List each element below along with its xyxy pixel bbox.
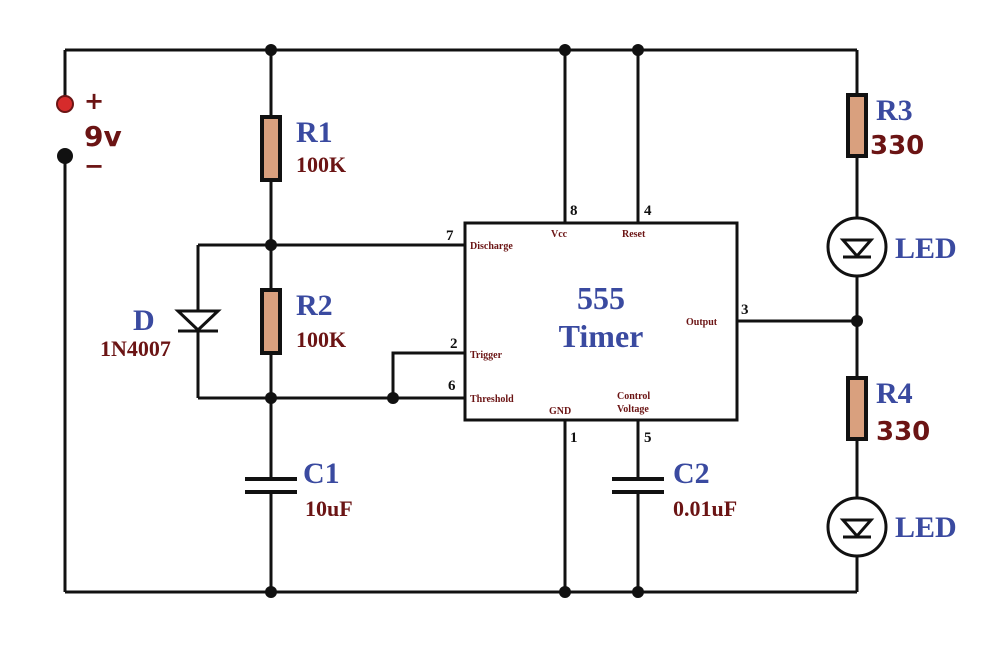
junction-dots [265, 44, 863, 598]
positive-terminal-icon [56, 95, 74, 113]
plus-sign: + [84, 87, 104, 115]
pin-label-output: Output [686, 317, 718, 328]
resistor-r2: R2 100K [260, 288, 346, 355]
power-supply: + 9v − [56, 87, 122, 180]
r2-ref: R2 [296, 289, 333, 322]
pin-label-gnd: GND [549, 406, 571, 417]
junction-dot [632, 586, 644, 598]
r4-value: 330 [876, 417, 930, 447]
led-icon [839, 518, 875, 539]
pin-label-control: Control [617, 391, 650, 402]
junction-dot [632, 44, 644, 56]
junction-dot [387, 392, 399, 404]
pin-label-discharge: Discharge [470, 241, 513, 252]
led-icon [839, 238, 875, 259]
led-top: LED [826, 216, 957, 278]
pin-number-8: 8 [570, 203, 578, 219]
ic-555-timer: 555 Timer Discharge Vcc Reset Trigger Th… [446, 203, 749, 446]
resistor-r3: R3 330 [846, 93, 924, 161]
pin-label-trigger: Trigger [470, 350, 503, 361]
diode-icon [174, 309, 222, 333]
resistor-r1: R1 100K [260, 115, 346, 182]
pin-number-3: 3 [741, 302, 749, 318]
pin-number-1: 1 [570, 430, 578, 446]
led-bottom: LED [826, 496, 957, 558]
c2-ref: C2 [673, 457, 710, 490]
resistor-fill [264, 119, 278, 178]
r3-value: 330 [870, 131, 924, 161]
pin-label-vcc: Vcc [551, 229, 568, 240]
resistor-fill [850, 380, 864, 437]
r1-ref: R1 [296, 116, 333, 149]
negative-terminal-icon [57, 148, 73, 164]
capacitor-c2: C2 0.01uF [612, 457, 737, 521]
r4-ref: R4 [876, 377, 913, 410]
pin-number-5: 5 [644, 430, 652, 446]
pin-number-4: 4 [644, 203, 652, 219]
pin-label-threshold: Threshold [470, 394, 514, 405]
c1-ref: C1 [303, 457, 340, 490]
supply-voltage: 9v [84, 120, 122, 153]
resistor-fill [264, 292, 278, 351]
junction-dot [265, 239, 277, 251]
c1-value: 10uF [305, 496, 353, 521]
c2-value: 0.01uF [673, 496, 737, 521]
pin-number-2: 2 [450, 336, 458, 352]
r3-ref: R3 [876, 94, 913, 127]
wires [63, 48, 859, 594]
r2-value: 100K [296, 327, 346, 352]
resistor-r4: R4 330 [846, 376, 930, 447]
resistor-fill [850, 97, 864, 154]
diode-d: D 1N4007 [100, 304, 222, 361]
junction-dot [559, 44, 571, 56]
pin-label-voltage: Voltage [617, 404, 649, 415]
trigger-wire [391, 351, 465, 398]
pin-label-reset: Reset [622, 229, 646, 240]
ic-title-name: Timer [559, 318, 644, 354]
junction-dot [559, 586, 571, 598]
capacitor-c1: C1 10uF [245, 457, 353, 521]
pin-number-7: 7 [446, 228, 454, 244]
minus-sign: − [84, 152, 104, 180]
ic-body [463, 221, 739, 422]
junction-dot [265, 586, 277, 598]
junction-dot [265, 392, 277, 404]
junction-dot [265, 44, 277, 56]
diode-ref: D [133, 304, 155, 337]
ic-title-number: 555 [577, 280, 625, 316]
r1-value: 100K [296, 152, 346, 177]
pin-number-6: 6 [448, 378, 456, 394]
led-top-label: LED [895, 232, 957, 265]
led-bottom-label: LED [895, 511, 957, 544]
junction-dot [851, 315, 863, 327]
diode-value: 1N4007 [100, 336, 171, 361]
